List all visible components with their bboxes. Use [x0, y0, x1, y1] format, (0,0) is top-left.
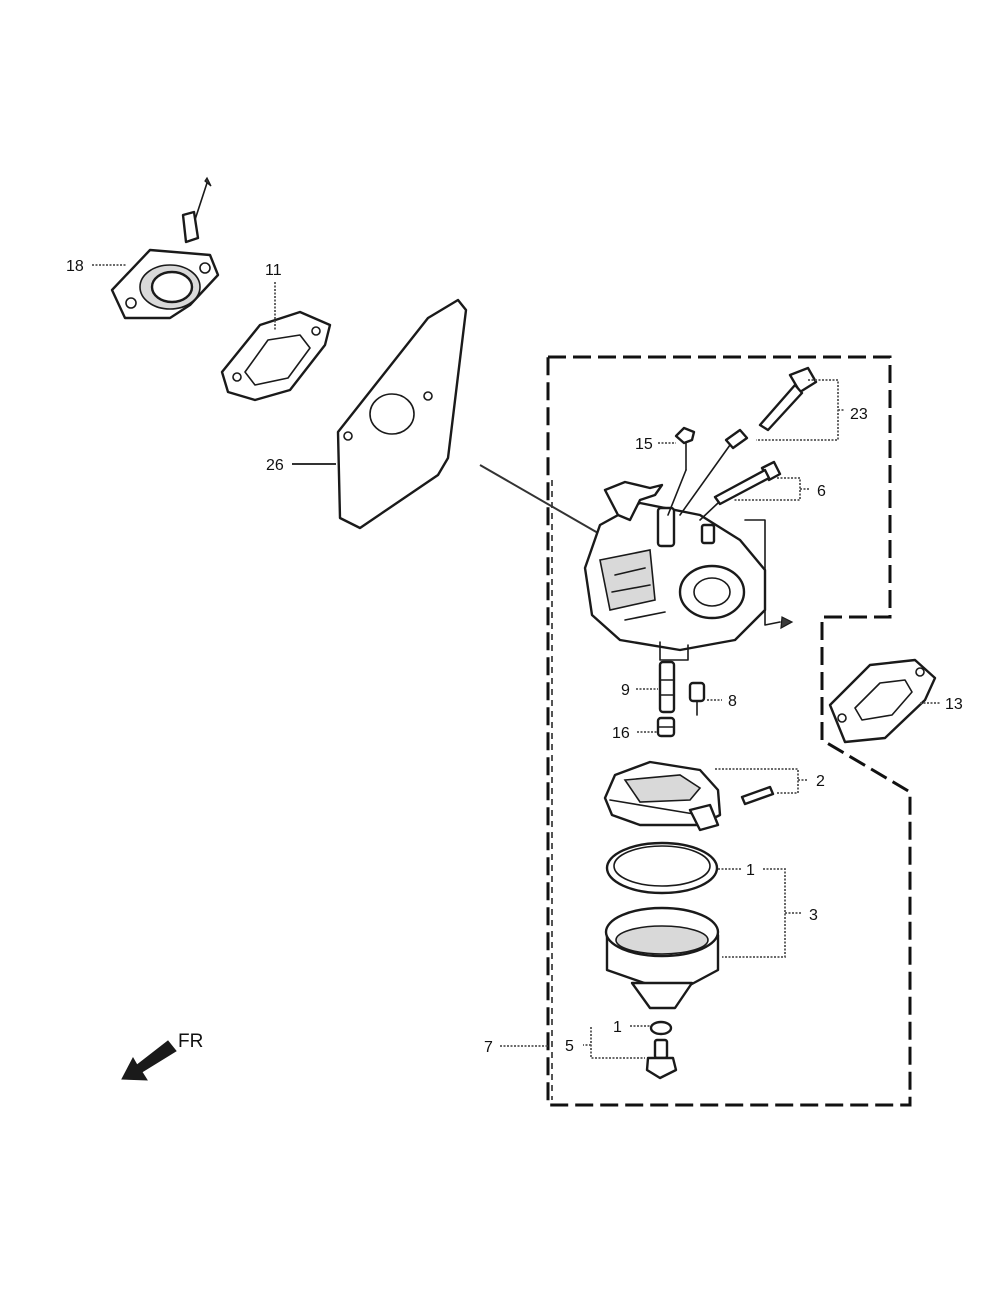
assembly-boundary [546, 355, 912, 1107]
callout-5: 5 [565, 1038, 574, 1055]
direction-label: FR [178, 1031, 203, 1052]
part-15-screw [667, 426, 696, 516]
callout-26: 26 [266, 457, 284, 474]
part-18-insulator [110, 176, 220, 320]
front-arrow-icon [121, 1040, 177, 1081]
callout-2: 2 [816, 773, 825, 790]
callout-8: 8 [728, 693, 737, 710]
callout-7: 7 [484, 1039, 493, 1056]
part-6-screw [699, 460, 782, 521]
callout-6: 6 [817, 483, 826, 500]
part-13-gasket [828, 658, 937, 744]
direction-indicator: FR [121, 1031, 203, 1081]
part-8-screw [688, 681, 706, 716]
part-2-float [603, 760, 775, 832]
part-5-drain-bolt [645, 1020, 678, 1080]
callout-13: 13 [945, 696, 963, 713]
part-1-gasket-ring [605, 841, 719, 895]
part-9-nozzle [658, 660, 676, 714]
callout-3: 3 [809, 907, 818, 924]
callout-16: 16 [612, 725, 630, 742]
callout-18: 18 [66, 258, 84, 275]
part-11-gasket [220, 310, 332, 402]
callout-1-upper: 1 [746, 862, 755, 879]
callout-11: 11 [265, 262, 282, 279]
callout-9: 9 [621, 682, 630, 699]
part-23-pilot-screw [679, 366, 818, 516]
carburetor-body [583, 480, 794, 661]
callout-1-lower: 1 [613, 1019, 622, 1036]
part-3-float-chamber [604, 906, 720, 1010]
leader-lines [92, 264, 940, 1059]
part-26-heat-plate [336, 298, 599, 534]
part-16-jet [656, 716, 676, 738]
callout-15: 15 [635, 436, 653, 453]
callout-23: 23 [850, 406, 868, 423]
callout-labels: 18 11 26 15 23 6 9 8 16 13 2 1 3 1 5 7 [66, 258, 963, 1056]
